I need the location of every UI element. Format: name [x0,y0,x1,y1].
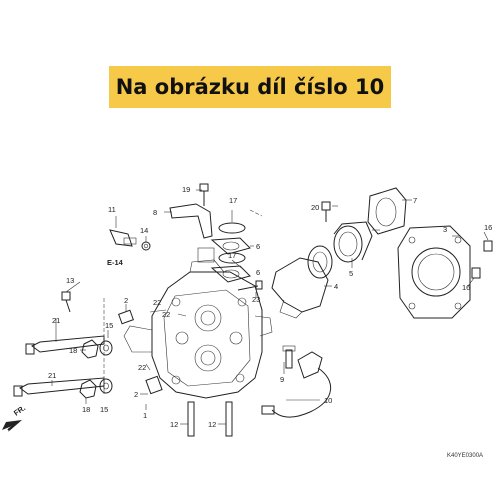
insulator-5 [333,221,373,263]
washer-15 [99,340,113,394]
callout-17: 18 [69,346,77,355]
bolt-20 [321,201,331,222]
clamp-band-7 [367,187,407,235]
bolt-23 [237,280,263,291]
diagram-code: K40YE0300A [447,453,484,459]
callout-15b: 15 [100,405,108,414]
callout-21b: 21 [48,371,56,380]
section-ref-e14: E-14 [107,258,124,267]
callout-2b: 2 [134,390,138,399]
dowel-pin-18 [471,240,493,279]
callout-22: 22 [153,298,161,307]
callout-12b: 12 [208,420,216,429]
part-number-banner: Na obrázku díl číslo 10 [109,66,391,108]
callout-17b: 18 [82,405,90,414]
callout-21: 21 [52,316,60,325]
callout-14: 14 [140,226,148,235]
bolt-13 [61,291,71,313]
front-label: FR. [12,403,27,417]
callout-3: 3 [443,225,447,234]
callout-4: 4 [334,282,338,291]
callout-2: 2 [124,296,128,305]
callout-12: 12 [170,420,178,429]
gasket-6 [210,222,251,283]
callout-23: 23 [252,295,260,304]
callout-8: 8 [153,208,157,217]
callout-18b: 16 [462,283,470,292]
callout-18: 16 [484,223,492,232]
callout-11: 11 [108,205,116,214]
callout-20: 20 [311,203,319,212]
oxygen-sensor-10 [261,345,332,418]
callout-22b: 22 [162,310,170,319]
callout-16b: 17 [228,251,236,260]
intake-pipe-4 [271,245,333,319]
callout-13: 13 [66,276,74,285]
leader-lines [51,189,489,425]
dowel-pin-2 [118,309,163,395]
callout-6b: 6 [256,268,260,277]
stud-bolt-21 [13,335,105,397]
cylinder-head [123,247,273,399]
cylinder-3 [397,225,471,319]
callout-16: 17 [229,196,237,205]
callout-5: 5 [349,269,353,278]
callout-7: 7 [413,196,417,205]
nut-17 [79,339,99,399]
callout-1: 1 [143,411,147,420]
bracket-8 [169,183,213,239]
callout-10: 10 [324,396,332,405]
front-arrow-icon: FR. [2,403,27,432]
banner-text: Na obrázku díl číslo 10 [115,75,385,99]
callout-labels: 19 8 17 6 6 17 20 7 3 4 5 11 14 E-14 13 … [48,185,492,429]
callout-6: 6 [256,242,260,251]
callout-19: 19 [182,185,190,194]
callout-15: 15 [105,321,113,330]
callout-22c: 22 [138,363,146,372]
stud-12 [187,401,233,437]
callout-9: 9 [280,375,284,384]
